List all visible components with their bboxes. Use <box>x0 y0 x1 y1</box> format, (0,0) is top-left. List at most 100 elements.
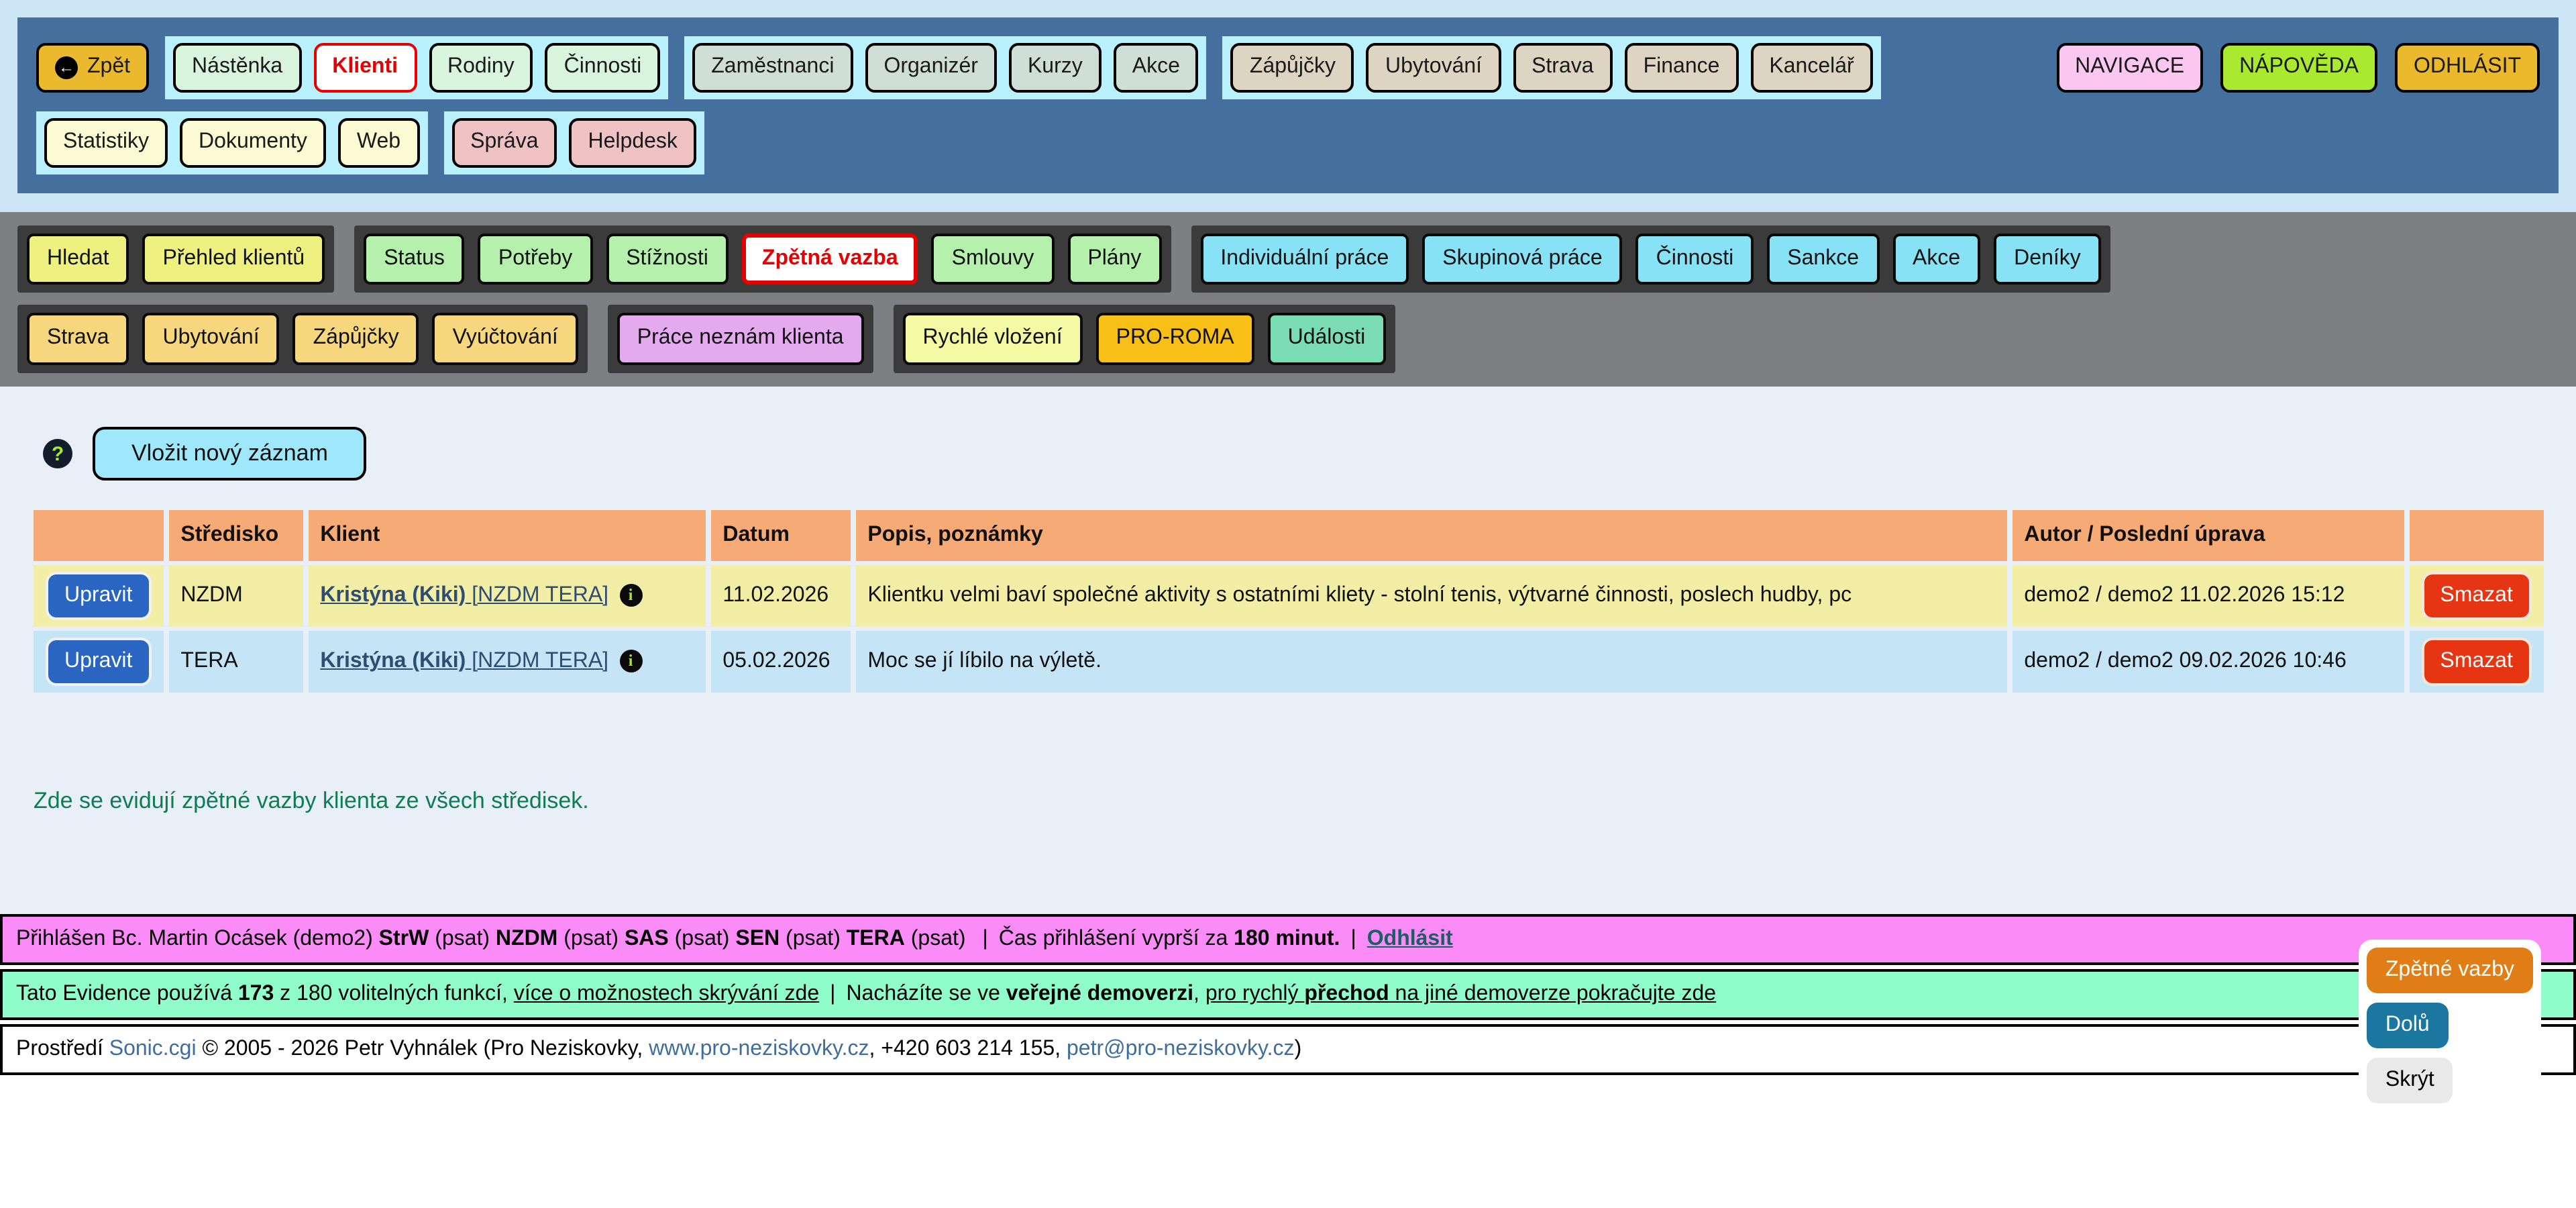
info-count: 173 <box>237 983 274 1006</box>
subnav-button-prace-neznam-klienta[interactable]: Práce neznám klienta <box>616 313 864 366</box>
subnav-button-deniky[interactable]: Deníky <box>1994 233 2101 285</box>
client-toolbar: Hledat Přehled klientů Status Potřeby St… <box>0 211 2576 387</box>
separator: | <box>830 983 836 1006</box>
nav-button-napoveda[interactable]: NÁPOVĚDA <box>2220 43 2377 93</box>
nav-button-ubytovani[interactable]: Ubytování <box>1366 43 1501 93</box>
client-link[interactable]: Kristýna (Kiki) [NZDM TERA] <box>320 584 608 607</box>
subnav-button-strava[interactable]: Strava <box>27 313 129 366</box>
delete-button[interactable]: Smazat <box>2421 572 2532 621</box>
separator: | <box>1350 927 1356 951</box>
subnav-button-akce[interactable]: Akce <box>1892 233 1981 285</box>
nav-group-admin: Správa Helpdesk <box>443 111 704 174</box>
cell-klient: Kristýna (Kiki) [NZDM TERA] i <box>308 565 706 627</box>
feedback-shortcut-button[interactable]: Zpětné vazby <box>2366 948 2533 993</box>
email-link[interactable]: petr@pro-neziskovky.cz <box>1067 1038 1295 1061</box>
subnav-button-zpetna-vazba[interactable]: Zpětná vazba <box>741 233 918 285</box>
session-service: SAS <box>624 927 669 951</box>
info-text: Nacházíte se ve <box>846 983 1006 1006</box>
hide-panel-button[interactable]: Skrýt <box>2366 1058 2453 1103</box>
note-text: Zde se evidují zpětné vazby klienta ze v… <box>34 788 589 814</box>
help-icon[interactable]: ? <box>43 439 72 469</box>
nav-button-organizer[interactable]: Organizér <box>865 43 997 93</box>
subnav-button-plany[interactable]: Plány <box>1067 233 1162 285</box>
subnav-button-rychle-vlozeni[interactable]: Rychlé vložení <box>902 313 1083 366</box>
session-service: TERA <box>846 927 905 951</box>
nav-button-zapujcky[interactable]: Zápůjčky <box>1230 43 1354 93</box>
cell-klient: Kristýna (Kiki) [NZDM TERA] i <box>308 631 706 693</box>
logout-link[interactable]: Odhlásit <box>1366 927 1453 951</box>
client-suffix: [NZDM TERA] <box>466 584 609 607</box>
nav-button-statistiky[interactable]: Statistiky <box>44 117 168 168</box>
header-datum: Datum <box>710 510 851 562</box>
nav-button-kurzy[interactable]: Kurzy <box>1008 43 1102 93</box>
edit-button[interactable]: Upravit <box>46 572 152 621</box>
cell-stredisko: TERA <box>168 631 303 693</box>
subnav-button-sankce[interactable]: Sankce <box>1767 233 1879 285</box>
subnav-button-hledat[interactable]: Hledat <box>27 233 129 285</box>
nav-button-finance[interactable]: Finance <box>1624 43 1739 93</box>
client-link[interactable]: Kristýna (Kiki) [NZDM TERA] <box>320 650 608 672</box>
nav-button-navigace[interactable]: NAVIGACE <box>2056 43 2204 93</box>
link-bold: přechod <box>1304 983 1389 1006</box>
info-demo-bold: veřejné demoverzi <box>1006 983 1194 1006</box>
website-link[interactable]: www.pro-neziskovky.cz <box>649 1038 869 1061</box>
session-mode: (psat) <box>780 927 847 951</box>
hide-options-link[interactable]: více o možnostech skrývání zde <box>513 983 820 1006</box>
main-navbar: ← Zpět Nástěnka Klienti Rodiny Činnosti … <box>17 17 2559 193</box>
nav-button-zamestnanci[interactable]: Zaměstnanci <box>692 43 853 93</box>
header-delete <box>2409 510 2544 562</box>
session-service: StrW <box>378 927 429 951</box>
header-popis: Popis, poznámky <box>855 510 2007 562</box>
nav-button-cinnosti[interactable]: Činnosti <box>545 43 661 93</box>
subnav-button-cinnosti[interactable]: Činnosti <box>1635 233 1754 285</box>
subnav-button-stiznosti[interactable]: Stížnosti <box>606 233 729 285</box>
nav-button-nastenka[interactable]: Nástěnka <box>173 43 302 93</box>
subnav-button-potreby[interactable]: Potřeby <box>478 233 593 285</box>
nav-button-sprava[interactable]: Správa <box>451 117 557 168</box>
subnav-button-ubytovani[interactable]: Ubytování <box>142 313 280 366</box>
info-icon[interactable]: i <box>619 584 643 607</box>
nav-button-rodiny[interactable]: Rodiny <box>429 43 533 93</box>
subnav-button-udalosti[interactable]: Události <box>1267 313 1386 366</box>
back-button[interactable]: ← Zpět <box>36 42 150 93</box>
info-icon[interactable]: i <box>619 650 643 673</box>
toolbar-group-client: Status Potřeby Stížnosti Zpětná vazba Sm… <box>354 225 1171 293</box>
subnav-button-pro-roma[interactable]: PRO-ROMA <box>1095 313 1254 366</box>
separator: | <box>982 927 988 951</box>
credit-text: © 2005 - 2026 Petr Vyhnálek (Pro Nezisko… <box>196 1038 649 1061</box>
demo-switch-link[interactable]: pro rychlý přechod na jiné demoverze pok… <box>1205 983 1716 1005</box>
session-bar: Přihlášen Bc. Martin Ocásek (demo2) StrW… <box>0 914 2576 966</box>
header-klient: Klient <box>308 510 706 562</box>
nav-button-kancelar[interactable]: Kancelář <box>1750 43 1873 93</box>
cell-popis: Klientku velmi baví společné aktivity s … <box>855 565 2007 627</box>
nav-button-klienti[interactable]: Klienti <box>313 43 417 93</box>
nav-button-akce[interactable]: Akce <box>1113 43 1199 93</box>
back-arrow-icon: ← <box>55 56 78 79</box>
subnav-button-vyuctovani[interactable]: Vyúčtování <box>432 313 578 366</box>
scroll-down-button[interactable]: Dolů <box>2366 1003 2449 1048</box>
info-text: Tato Evidence používá <box>16 983 238 1006</box>
link-text: na jiné demoverze pokračujte zde <box>1389 983 1717 1006</box>
subnav-button-zapujcky[interactable]: Zápůjčky <box>292 313 419 366</box>
delete-button[interactable]: Smazat <box>2421 638 2532 687</box>
subnav-button-smlouvy[interactable]: Smlouvy <box>931 233 1055 285</box>
client-name: Kristýna (Kiki) <box>320 650 466 673</box>
subnav-button-status[interactable]: Status <box>364 233 465 285</box>
nav-button-helpdesk[interactable]: Helpdesk <box>569 117 696 168</box>
nav-button-strava[interactable]: Strava <box>1513 43 1613 93</box>
client-name: Kristýna (Kiki) <box>320 584 466 607</box>
nav-button-odhlasit[interactable]: ODHLÁSIT <box>2394 43 2540 93</box>
insert-record-button[interactable]: Vložit nový záznam <box>93 427 367 481</box>
edit-button[interactable]: Upravit <box>46 638 152 687</box>
subnav-button-individualni-prace[interactable]: Individuální práce <box>1200 233 1409 285</box>
nav-button-dokumenty[interactable]: Dokumenty <box>180 117 326 168</box>
info-bar: Tato Evidence používá 173 z 180 voliteln… <box>0 969 2576 1021</box>
nav-row-2: Statistiky Dokumenty Web Správa Helpdesk <box>36 111 2540 174</box>
app-link[interactable]: Sonic.cgi <box>109 1038 197 1061</box>
subnav-button-prehled-klientu[interactable]: Přehled klientů <box>142 233 325 285</box>
nav-right-group: NAVIGACE NÁPOVĚDA ODHLÁSIT <box>2056 43 2540 93</box>
nav-button-web[interactable]: Web <box>337 117 420 168</box>
client-suffix: [NZDM TERA] <box>466 650 609 673</box>
table-row: Upravit NZDM Kristýna (Kiki) [NZDM TERA]… <box>34 565 2544 627</box>
subnav-button-skupinova-prace[interactable]: Skupinová práce <box>1422 233 1623 285</box>
